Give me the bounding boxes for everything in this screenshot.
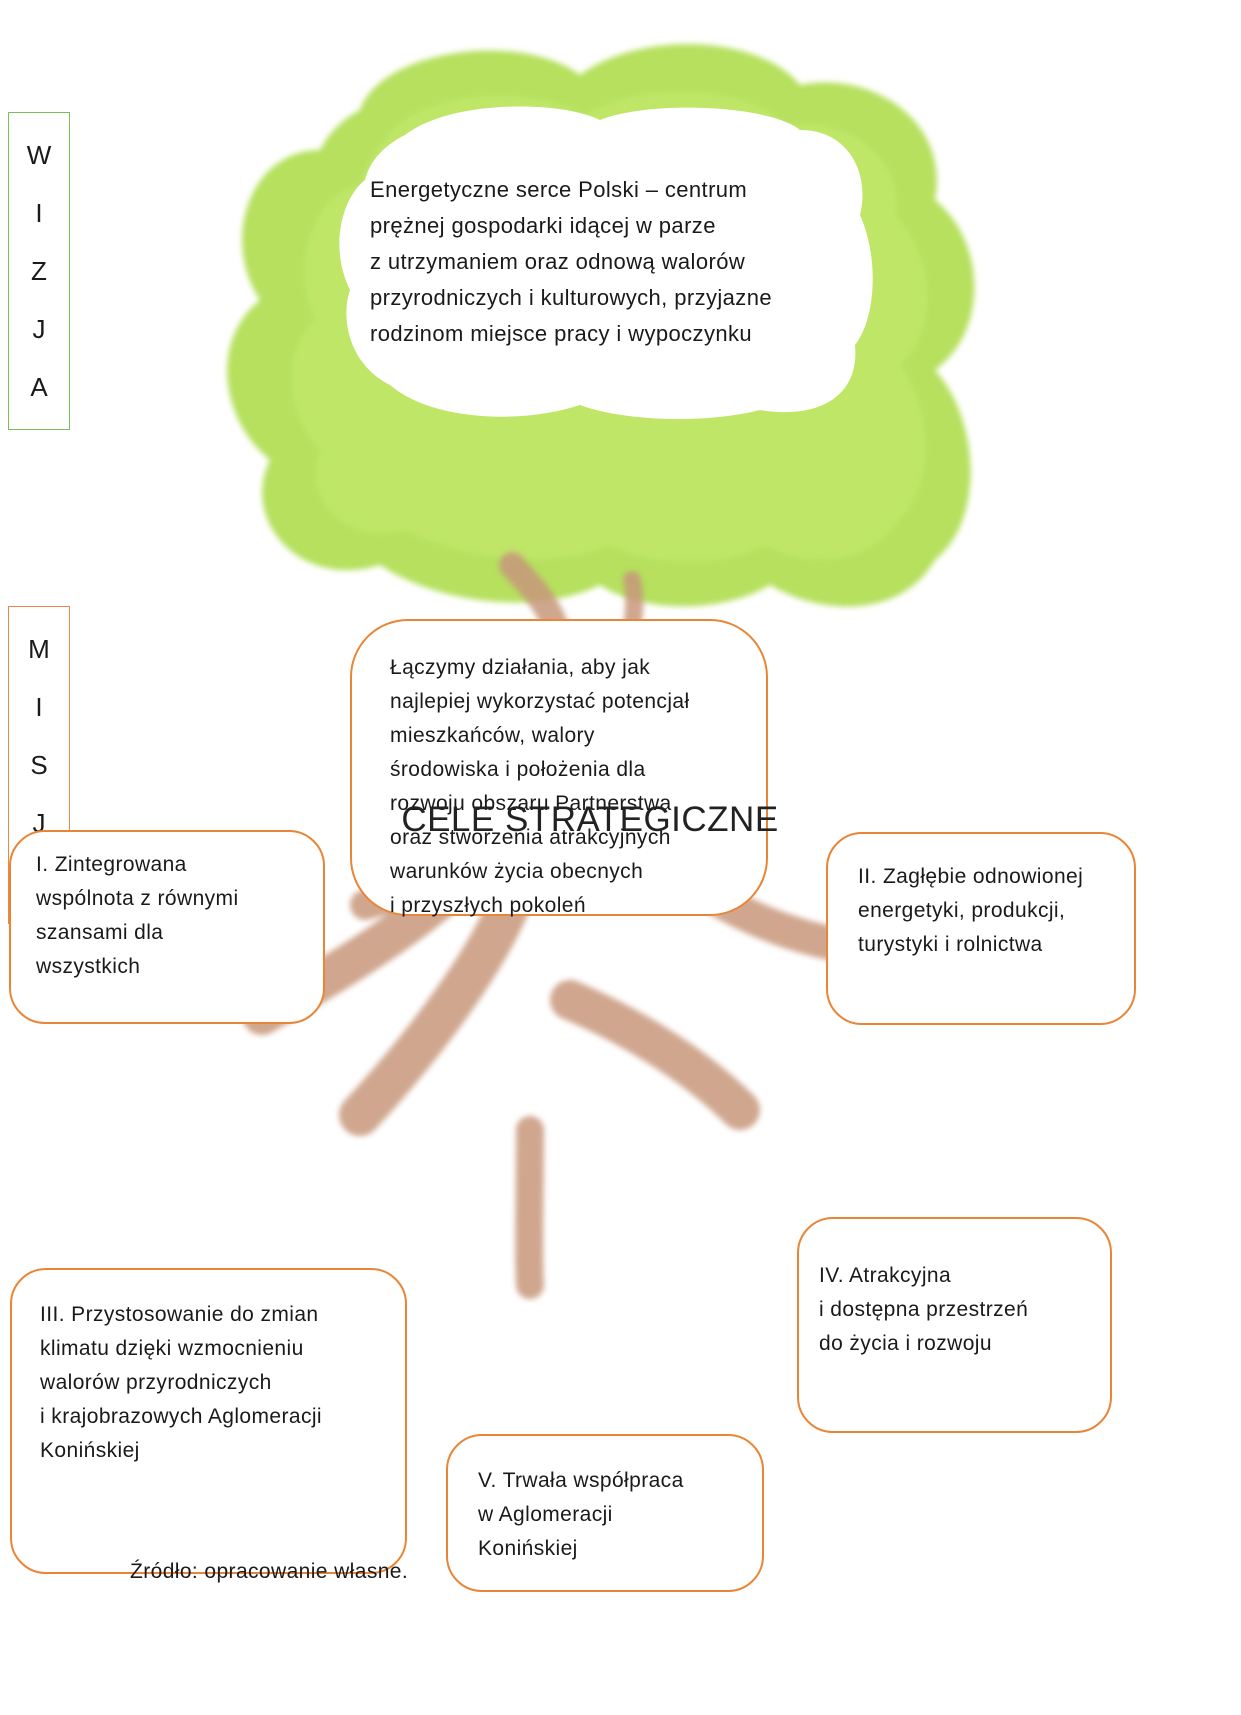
vision-line: Energetyczne serce Polski – centrum [370,177,748,202]
vision-line: przyrodniczych i kulturowych, przyjazne [370,285,772,310]
strategic-goals-title: CELE STRATEGICZNE [401,800,779,839]
goal-line: wszystkich [36,955,141,978]
goal-line: I. Zintegrowana [36,853,187,876]
branch-trunk-left [499,552,568,638]
vision-letter: W [26,140,52,170]
strategic-goal-box: V. Trwała współpraca w Aglomeracji Koniń… [446,1434,764,1592]
goal-line: Konińskiej [40,1439,140,1462]
strategic-goal-box: IV. Atrakcyjna i dostępna przestrzeń do … [797,1217,1112,1433]
goal-line: II. Zagłębie odnowionej [858,865,1084,888]
goal-line: klimatu dzięki wzmocnieniu [40,1337,304,1360]
vision-line: rodzinom miejsce pracy i wypoczynku [370,321,753,346]
vision-line: z utrzymaniem oraz odnową walorów [370,249,746,274]
mission-letter: S [30,750,48,780]
vision-letter: I [35,198,43,228]
goal-line: w Aglomeracji [478,1503,613,1526]
mission-statement-box: Łączymy działania, aby jak najlepiej wyk… [350,619,768,917]
goal-line: do życia i rozwoju [819,1332,992,1355]
branch-left-lower [339,869,536,1136]
goal-line: i dostępna przestrzeń [819,1298,1029,1321]
strategic-goal-box: III. Przystosowanie do zmian klimatu dzi… [10,1268,407,1574]
vision-letter: Z [31,256,47,286]
goal-line: i krajobrazowych Aglomeracji [40,1405,322,1428]
mission-letter: M [28,634,50,664]
source-note: Źródło: opracowanie własne. [130,1560,409,1583]
goal-line: III. Przystosowanie do zmian [40,1303,319,1326]
goal-line: walorów przyrodniczych [40,1371,272,1394]
goal-line: turystyki i rolnictwa [858,933,1043,956]
vision-cloud [339,106,873,420]
goal-line: energetyki, produkcji, [858,899,1066,922]
mission-line: rozwoju obszaru Partnerstwa [390,792,672,815]
strategic-goal-box: II. Zagłębie odnowionej energetyki, prod… [826,832,1136,1025]
mission-line: najlepiej wykorzystać potencjał [390,690,690,713]
goal-line: V. Trwała współpraca [478,1469,684,1492]
goal-line: IV. Atrakcyjna [819,1264,952,1287]
mission-line: oraz stworzenia atrakcyjnych [390,826,671,849]
mission-line: środowiska i położenia dla [390,758,646,781]
mission-letter: I [35,692,43,722]
branch-right-lower [550,980,760,1130]
mission-line: Łączymy działania, aby jak [390,656,651,679]
vision-statement: Energetyczne serce Polski – centrum pręż… [370,172,870,352]
goal-line: Konińskiej [478,1537,578,1560]
strategic-goal-box: I. Zintegrowana wspólnota z równymi szan… [9,830,325,1024]
mission-line: i przyszłych pokoleń [390,894,586,917]
goal-line: szansami dla [36,921,164,944]
branch-center [515,1116,544,1299]
mission-line: mieszkańców, walory [390,724,595,747]
vision-label-box: W I Z J A [8,112,70,430]
vision-letter: J [32,314,46,344]
mission-line: warunków życia obecnych [390,860,644,883]
vision-line: prężnej gospodarki idącej w parze [370,213,716,238]
goal-line: wspólnota z równymi [36,887,239,910]
vision-letter: A [30,372,48,402]
